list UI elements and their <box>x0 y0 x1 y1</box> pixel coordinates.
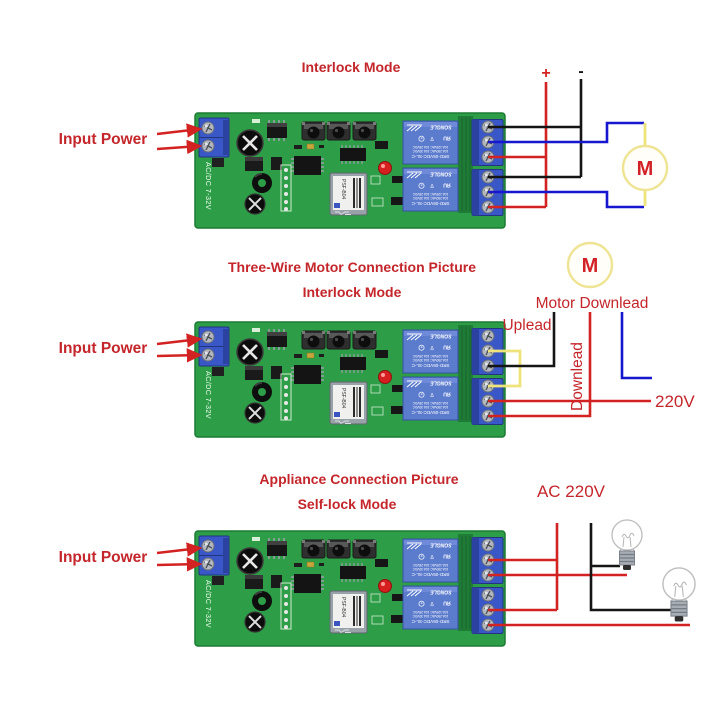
pcb-1 <box>195 113 505 228</box>
blue-downlead-wire <box>620 312 652 380</box>
motor-2: M <box>566 241 614 289</box>
pcb-2 <box>195 322 505 437</box>
input-power-arrow <box>156 333 203 348</box>
section3-subtitle: Self-lock Mode <box>298 496 397 512</box>
uplead-label: Uplead <box>502 317 551 334</box>
bulb-2 <box>662 567 696 623</box>
section-interlock-mode: Interlock Mode Input Power + - M <box>59 59 669 228</box>
pcb-3 <box>195 531 505 646</box>
220v-label: 220V <box>655 392 695 411</box>
input-power-label-3: Input Power <box>59 549 148 566</box>
input-power-label-1: Input Power <box>59 131 148 148</box>
live-wires <box>488 523 690 627</box>
motor-downlead-label: Motor Downlead <box>536 295 649 312</box>
uplead-wire <box>488 312 556 368</box>
input-power-arrow <box>156 139 203 155</box>
section1-title: Interlock Mode <box>302 59 401 75</box>
input-power-arrow <box>156 123 203 138</box>
input-power-arrow <box>156 348 203 363</box>
motor-letter: M <box>582 255 599 277</box>
section-appliance-connection: Appliance Connection Picture Self-lock M… <box>59 471 696 646</box>
yellow-jumper-wire <box>488 349 522 388</box>
motor-signal-wires <box>488 121 644 209</box>
neutral-wires <box>589 523 672 612</box>
section2-title: Three-Wire Motor Connection Picture <box>228 259 476 275</box>
positive-wire <box>488 82 548 209</box>
section-three-wire-motor: Three-Wire Motor Connection Picture Inte… <box>59 241 695 437</box>
input-power-label-2: Input Power <box>59 340 148 357</box>
input-power-arrow <box>156 557 203 572</box>
downlead-wire <box>488 312 592 418</box>
motor-letter: M <box>637 158 654 180</box>
bulb-1 <box>611 519 643 571</box>
downlead-vertical-label: Downlead <box>569 342 586 411</box>
plus-label: + <box>541 65 550 82</box>
minus-label: - <box>578 63 583 80</box>
ac-220v-label: AC 220V <box>537 482 606 501</box>
section2-subtitle: Interlock Mode <box>303 284 402 300</box>
negative-wire <box>488 79 583 179</box>
input-power-arrow <box>156 542 203 557</box>
motor-1: M <box>621 144 669 192</box>
section3-title: Appliance Connection Picture <box>259 471 458 487</box>
